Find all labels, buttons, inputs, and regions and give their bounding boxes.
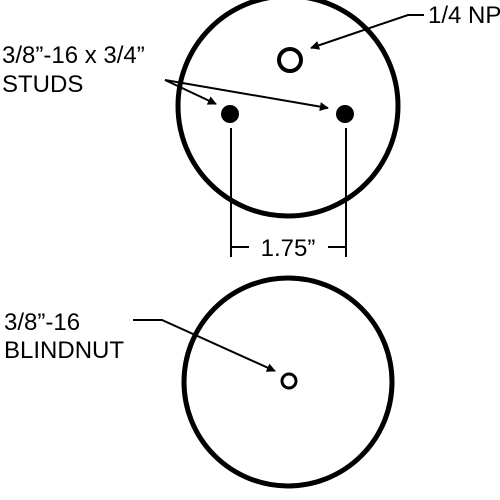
blindnut-leader-arrow	[133, 319, 276, 372]
bottom-plate-outline	[181, 275, 395, 489]
top-plate-outline	[175, 0, 401, 219]
blindnut-hole	[280, 372, 298, 390]
top-plate	[175, 0, 401, 219]
port-leader-arrow	[310, 14, 424, 50]
studs-leader-right-arrow	[164, 79, 329, 112]
blindnut-label-line2: BLINDNUT	[4, 337, 124, 364]
left-stud	[221, 105, 239, 123]
right-stud	[336, 105, 354, 123]
bottom-plate	[181, 275, 395, 489]
dimension-label: 1.75”	[261, 235, 316, 262]
port-callout: 1/4 NPT	[310, 2, 500, 50]
port-label: 1/4 NPT	[428, 2, 500, 29]
studs-label-line1: 3/8”-16 x 3/4”	[2, 42, 145, 69]
studs-leader-left-arrow	[164, 79, 217, 105]
studs-callout: 3/8”-16 x 3/4” STUDS	[2, 42, 329, 112]
air-port-hole	[277, 47, 303, 73]
studs-label-line2: STUDS	[2, 71, 83, 98]
stud-spacing-dimension: 1.75”	[230, 128, 347, 262]
blindnut-label-line1: 3/8”-16	[4, 309, 80, 336]
blindnut-callout: 3/8”-16 BLINDNUT	[4, 309, 276, 372]
